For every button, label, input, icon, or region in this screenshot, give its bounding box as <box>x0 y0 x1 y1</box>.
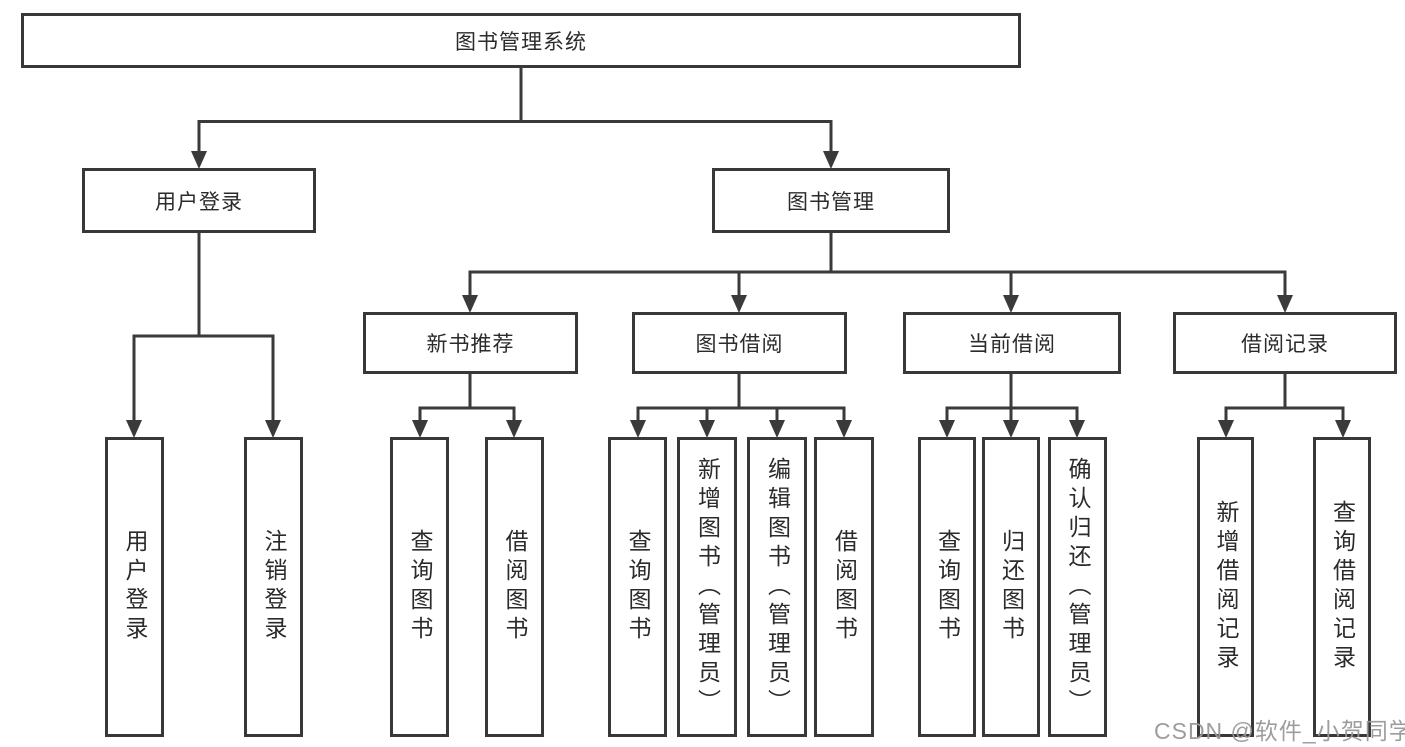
leaf-label: 查询借阅记录 <box>1329 500 1356 674</box>
leaf-records-add: 新增借阅记录 <box>1197 437 1254 737</box>
node-book-borrow: 图书借阅 <box>632 312 847 374</box>
leaf-bookborrow-add-admin: 新增图书（管理员） <box>677 437 737 737</box>
leaf-newbook-borrow: 借阅图书 <box>485 437 544 737</box>
leaf-label: 查询图书 <box>407 529 433 645</box>
leaf-label: 归还图书 <box>998 529 1025 645</box>
leaf-logout: 注销登录 <box>244 437 303 737</box>
leaf-label: 注销登录 <box>261 529 287 645</box>
leaf-label: 用户登录 <box>122 529 148 645</box>
leaf-label: 查询图书 <box>625 529 651 645</box>
leaf-label: 新增图书（管理员） <box>694 456 721 718</box>
leaf-label: 借阅图书 <box>831 529 858 645</box>
leaf-bookborrow-query: 查询图书 <box>608 437 667 737</box>
leaf-current-confirm-admin: 确认归还（管理员） <box>1048 437 1107 737</box>
leaf-label: 确认归还（管理员） <box>1065 456 1091 718</box>
leaf-label: 借阅图书 <box>502 529 528 645</box>
node-root: 图书管理系统 <box>21 13 1021 68</box>
leaf-label: 查询图书 <box>934 529 961 645</box>
leaf-user-login: 用户登录 <box>105 437 164 737</box>
leaf-newbook-query: 查询图书 <box>390 437 449 737</box>
leaf-label: 新增借阅记录 <box>1213 500 1239 674</box>
node-borrow-records: 借阅记录 <box>1173 312 1397 374</box>
node-current-borrow: 当前借阅 <box>903 312 1121 374</box>
leaf-bookborrow-borrow: 借阅图书 <box>814 437 874 737</box>
leaf-current-return: 归还图书 <box>982 437 1040 737</box>
node-new-book-recommend: 新书推荐 <box>363 312 578 374</box>
leaf-bookborrow-edit-admin: 编辑图书（管理员） <box>747 437 807 737</box>
leaf-current-query: 查询图书 <box>918 437 976 737</box>
watermark: CSDN @软件_小贺同学 <box>1154 718 1405 744</box>
node-user-login: 用户登录 <box>82 168 316 233</box>
leaf-records-query: 查询借阅记录 <box>1313 437 1371 737</box>
node-book-management: 图书管理 <box>712 168 950 233</box>
leaf-label: 编辑图书（管理员） <box>764 456 791 718</box>
